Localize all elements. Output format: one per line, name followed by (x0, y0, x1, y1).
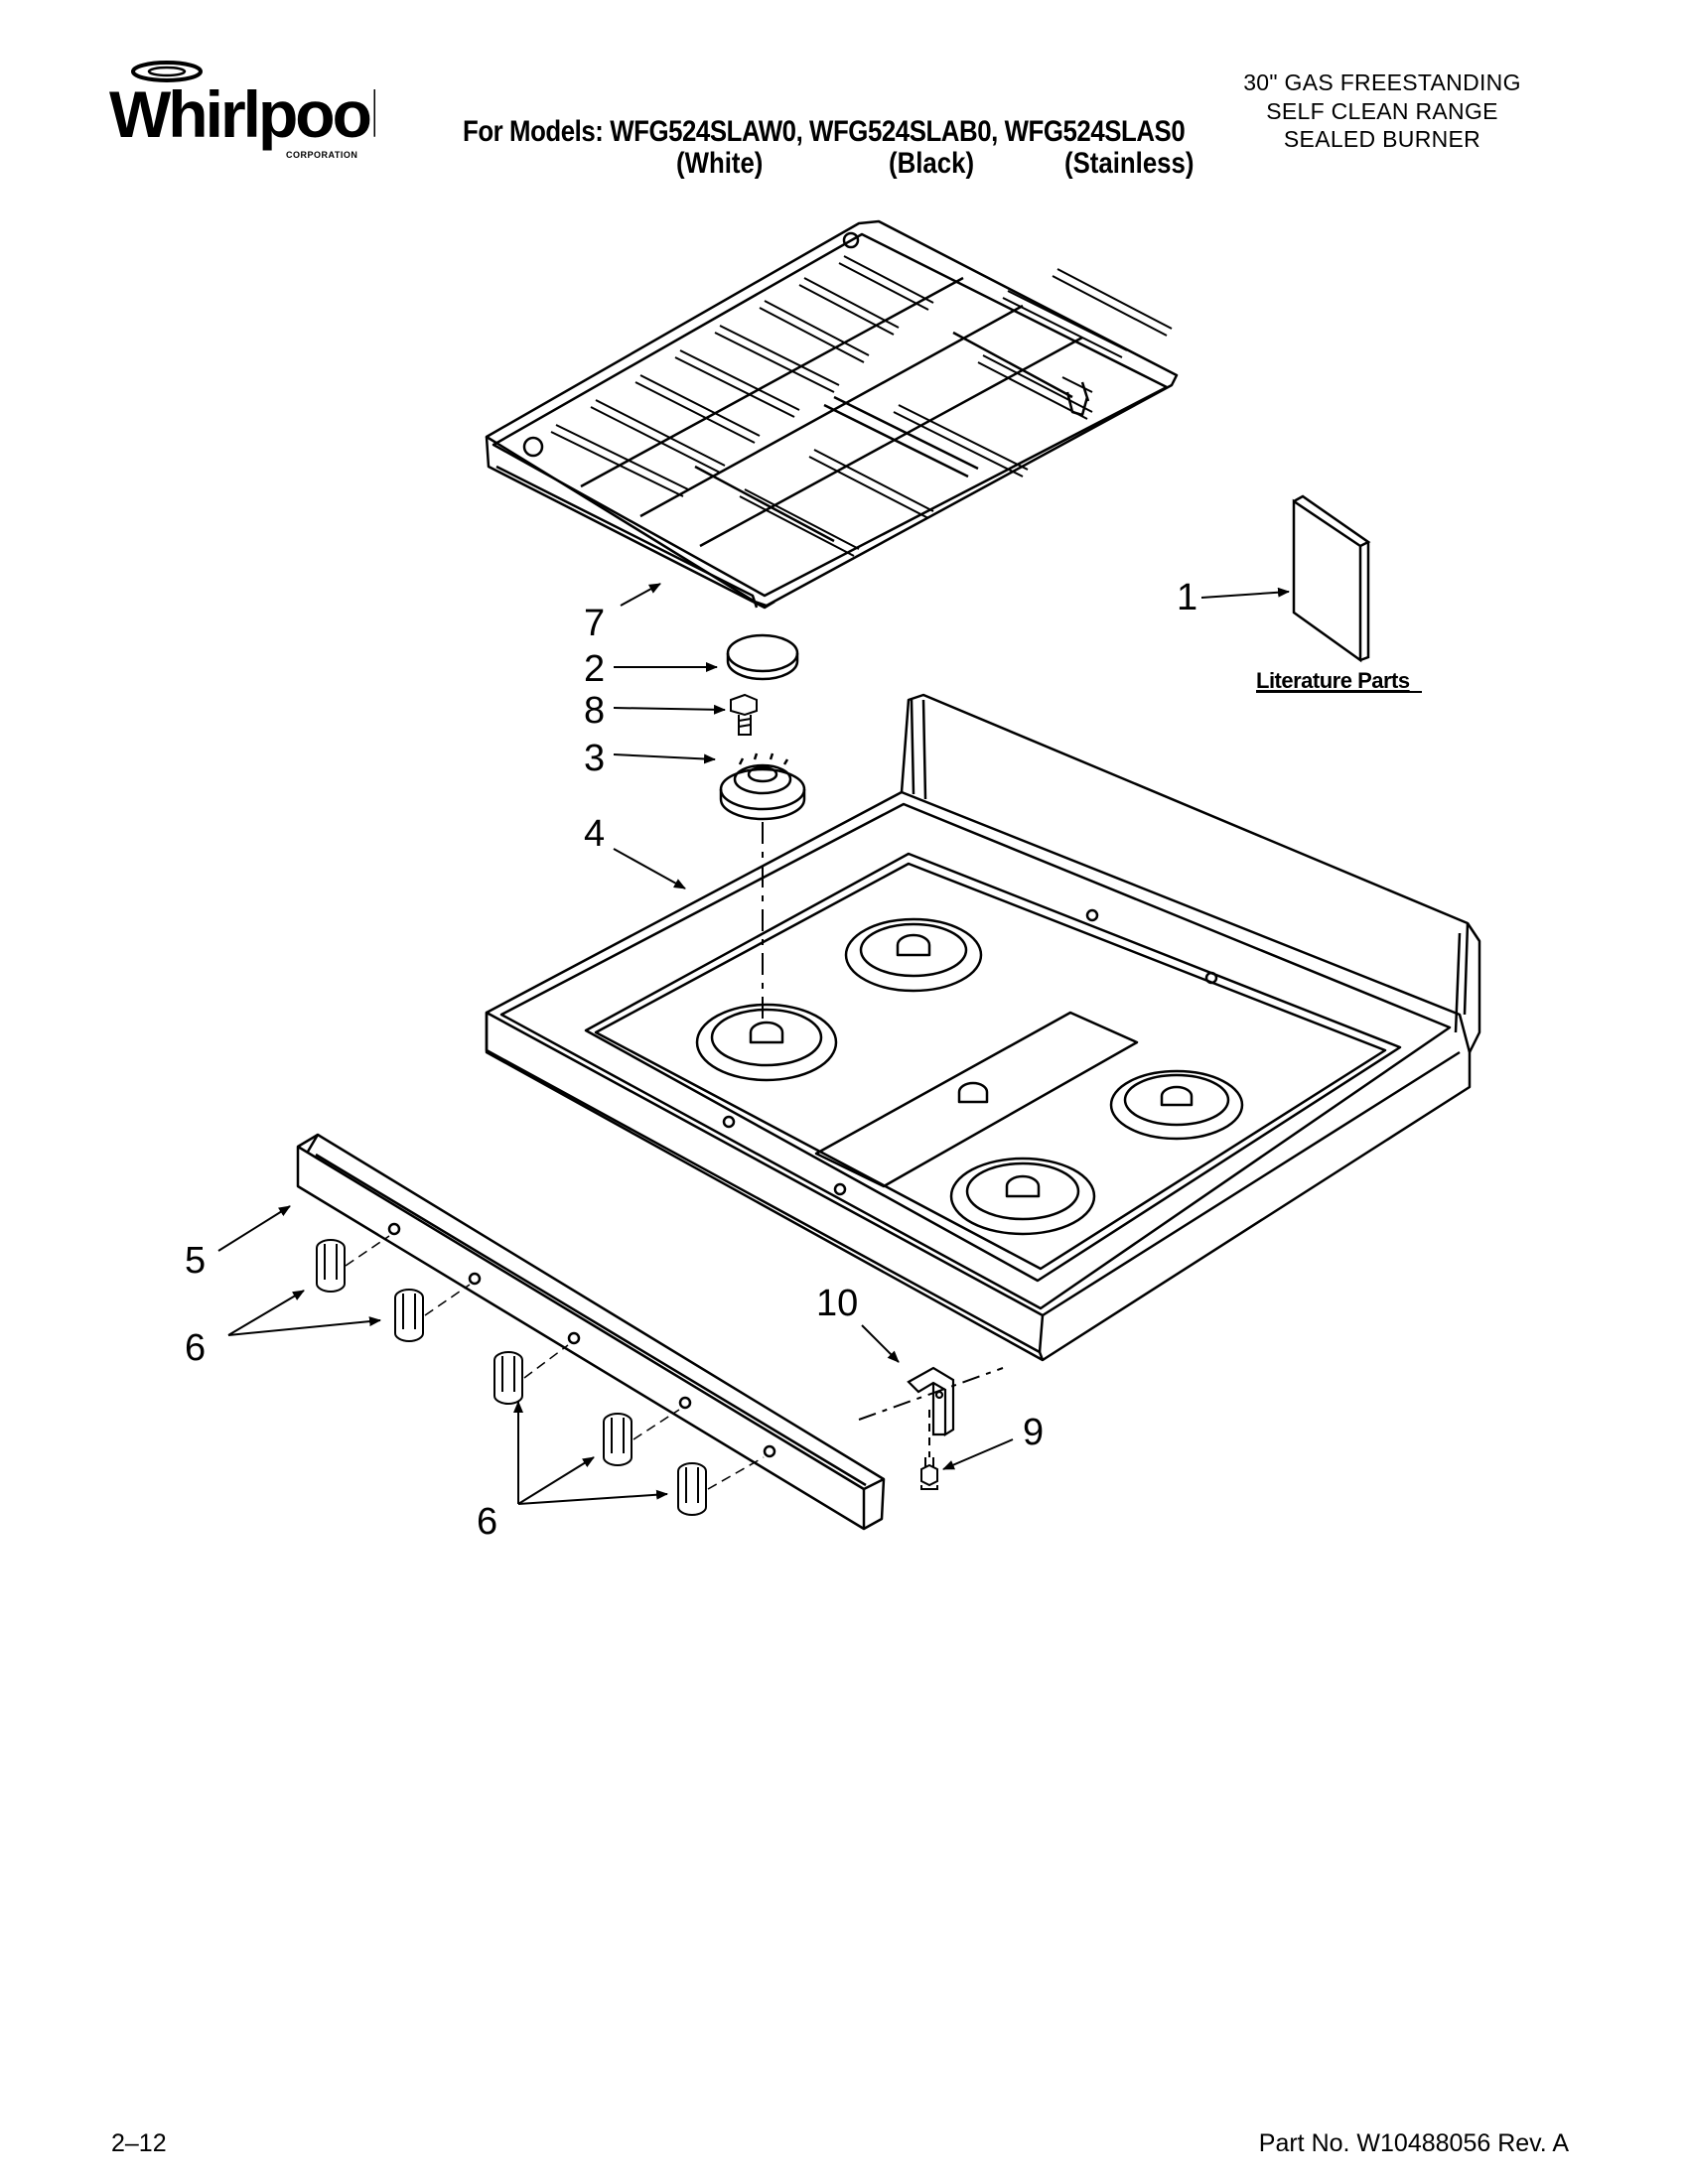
callout-5: 5 (185, 1240, 206, 1282)
control-panel (296, 1133, 886, 1531)
burner-screw (730, 693, 758, 736)
knob-centerlines (345, 1235, 765, 1490)
callout-arrows (217, 583, 1290, 1505)
bracket-centerline (858, 1367, 1004, 1421)
whirlpool-logo: Whirlpool CORPORATION (109, 61, 375, 160)
brand-sub: CORPORATION (286, 150, 357, 160)
callout-6-left: 6 (185, 1327, 206, 1369)
part-number: Part No. W10488056 Rev. A (1258, 2129, 1569, 2157)
callout-8: 8 (584, 690, 605, 732)
literature-booklet (1292, 494, 1371, 663)
bracket-screw (920, 1457, 938, 1490)
literature-parts-label: Literature Parts (1256, 668, 1410, 693)
variant-stainless: (Stainless) (1064, 147, 1195, 180)
control-knobs (316, 1239, 707, 1516)
callout-1: 1 (1177, 577, 1197, 618)
panel-bracket (907, 1366, 955, 1436)
description-line-3: SEALED BURNER (1283, 126, 1481, 152)
description-line-2: SELF CLEAN RANGE (1266, 98, 1498, 124)
brand-name: Whirlpool (109, 77, 375, 151)
callout-3: 3 (584, 738, 605, 779)
variant-black: (Black) (889, 147, 975, 180)
callout-2: 2 (584, 648, 605, 690)
callout-6-bottom: 6 (477, 1501, 497, 1543)
description-line-1: 30" GAS FREESTANDING (1243, 69, 1521, 95)
cooktop (485, 693, 1481, 1362)
callout-numbers: 7 1 2 8 3 4 5 6 6 10 9 Literature Parts (185, 577, 1422, 1543)
callout-9: 9 (1023, 1412, 1044, 1453)
burner-base (719, 752, 806, 821)
models-line: For Models: WFG524SLAW0, WFG524SLAB0, WF… (463, 115, 1186, 148)
burner-cap (726, 633, 799, 681)
variant-white: (White) (676, 147, 764, 180)
burner-grate (485, 219, 1179, 610)
callout-10: 10 (816, 1283, 858, 1324)
callout-7: 7 (584, 603, 605, 644)
page-number: 2–12 (111, 2129, 167, 2157)
callout-4: 4 (584, 813, 605, 855)
